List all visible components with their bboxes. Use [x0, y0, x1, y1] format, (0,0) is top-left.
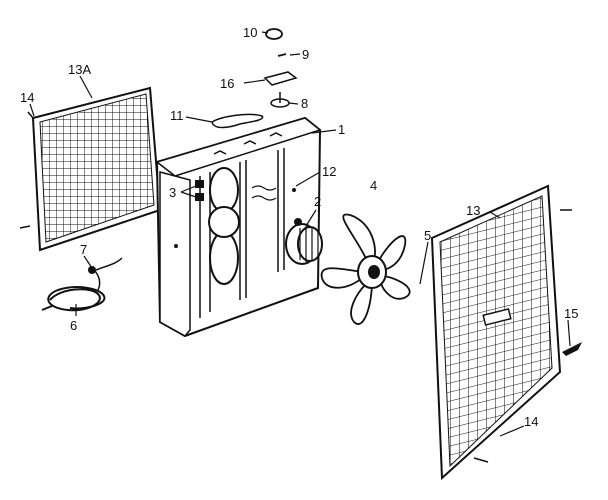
callout-11: 11 [170, 108, 184, 123]
callout-6: 6 [70, 318, 77, 333]
callout-13: 13 [466, 203, 480, 218]
callout-10: 10 [243, 25, 257, 40]
power-cord-6 [41, 257, 123, 312]
callout-4: 4 [370, 178, 377, 193]
small-parts [211, 28, 298, 129]
callout-labels: 10 9 16 8 11 1 12 4 3 2 5 13A 14 13 7 6 … [20, 25, 578, 429]
callout-9: 9 [302, 47, 309, 62]
bracket-15 [562, 342, 582, 356]
callout-7: 7 [80, 242, 87, 257]
callout-16: 16 [220, 76, 234, 91]
left-grille-13a [19, 86, 162, 252]
right-grille-13 [430, 184, 572, 481]
callout-14-left: 14 [20, 90, 34, 105]
callout-3: 3 [169, 185, 176, 200]
callout-12: 12 [322, 164, 336, 179]
callout-8: 8 [301, 96, 308, 111]
fan-housing-1 [155, 116, 322, 338]
callout-15: 15 [564, 306, 578, 321]
fan-blade-4 [320, 213, 411, 325]
callout-5: 5 [424, 228, 431, 243]
callout-2: 2 [314, 194, 321, 209]
callout-14-right: 14 [524, 414, 538, 429]
callout-1: 1 [338, 122, 345, 137]
motor-2 [285, 218, 323, 265]
callout-13a: 13A [68, 62, 91, 77]
leader-lines [29, 31, 571, 437]
